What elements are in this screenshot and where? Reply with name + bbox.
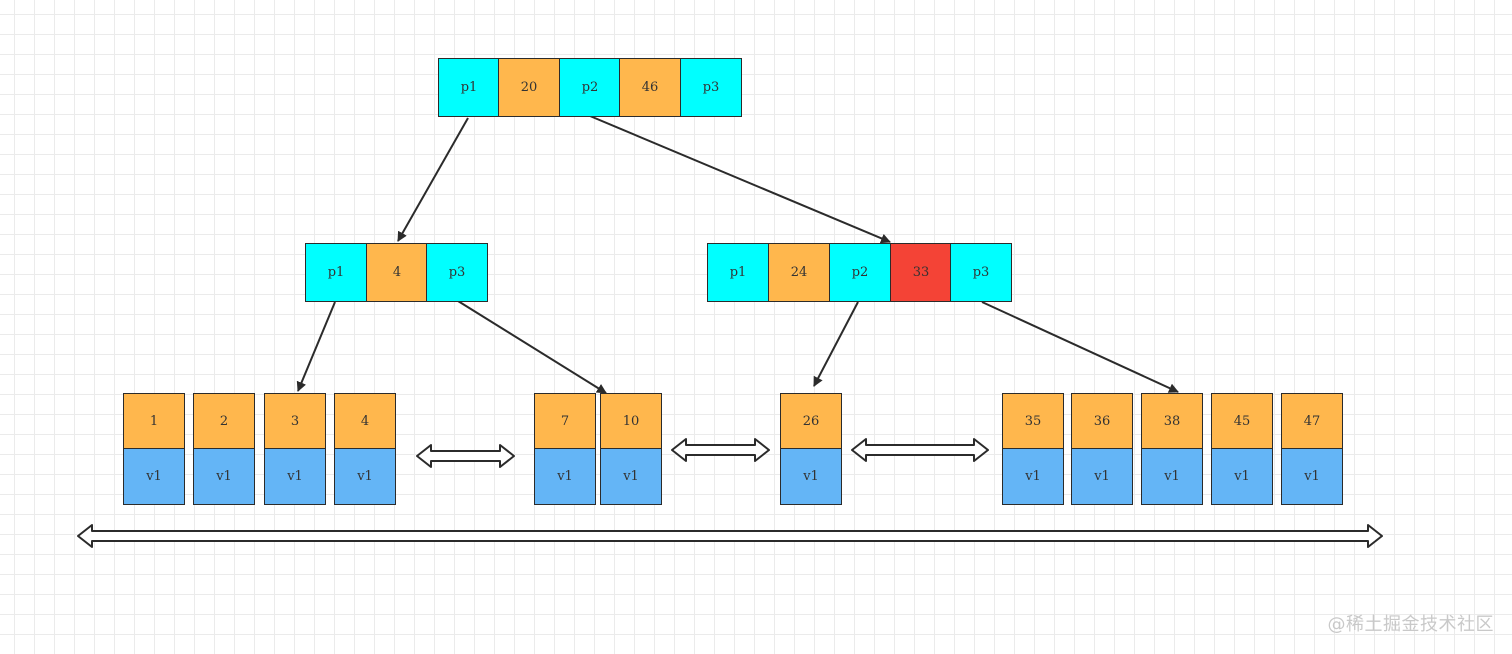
arrow-root-p2-to-right-node [589,115,891,244]
leaf-key: 2 [193,393,255,449]
leaf-key: 26 [780,393,842,449]
left-cell-p1: p1 [305,243,367,302]
watermark: @稀土掘金技术社区 [1327,614,1494,635]
leaf-value: v1 [1002,448,1064,505]
leaf-key: 35 [1002,393,1064,449]
double-arrow-full-span [77,524,1383,548]
arrow-root-p1-to-left-node [397,117,469,242]
root-cell-p2: p2 [559,58,621,117]
right-cell-key-33: 33 [890,243,952,302]
leaf-key: 36 [1071,393,1133,449]
left-cell-key-4: 4 [366,243,428,302]
right-cell-key-24: 24 [768,243,830,302]
arrow-left-p1-to-leaf-3 [296,301,336,392]
root-cell-p1: p1 [438,58,500,117]
leaf-key: 47 [1281,393,1343,449]
leaf-value: v1 [1071,448,1133,505]
leaf-value: v1 [534,448,596,505]
root-cell-key-46: 46 [619,58,681,117]
leaf-key: 3 [264,393,326,449]
double-arrow-group1-group2 [416,444,515,468]
right-cell-p3: p3 [950,243,1012,302]
leaf-key: 4 [334,393,396,449]
leaf-key: 10 [600,393,662,449]
leaf-value: v1 [264,448,326,505]
leaf-key: 38 [1141,393,1203,449]
arrow-right-p3-to-leaf-38 [981,301,1179,393]
leaf-value: v1 [600,448,662,505]
leaf-value: v1 [1281,448,1343,505]
leaf-key: 45 [1211,393,1273,449]
right-cell-p1: p1 [707,243,769,302]
double-arrow-group2-group3 [671,438,770,462]
left-cell-p3: p3 [426,243,488,302]
leaf-value: v1 [1141,448,1203,505]
right-cell-p2: p2 [829,243,891,302]
root-cell-p3: p3 [680,58,742,117]
arrow-right-p2-to-leaf-26 [813,301,859,387]
arrow-left-p3-to-leaf-10 [457,300,607,394]
leaf-value: v1 [334,448,396,505]
leaf-value: v1 [780,448,842,505]
leaf-value: v1 [193,448,255,505]
leaf-key: 1 [123,393,185,449]
root-cell-key-20: 20 [498,58,560,117]
leaf-value: v1 [1211,448,1273,505]
double-arrow-group3-group4 [851,438,989,462]
leaf-key: 7 [534,393,596,449]
leaf-value: v1 [123,448,185,505]
